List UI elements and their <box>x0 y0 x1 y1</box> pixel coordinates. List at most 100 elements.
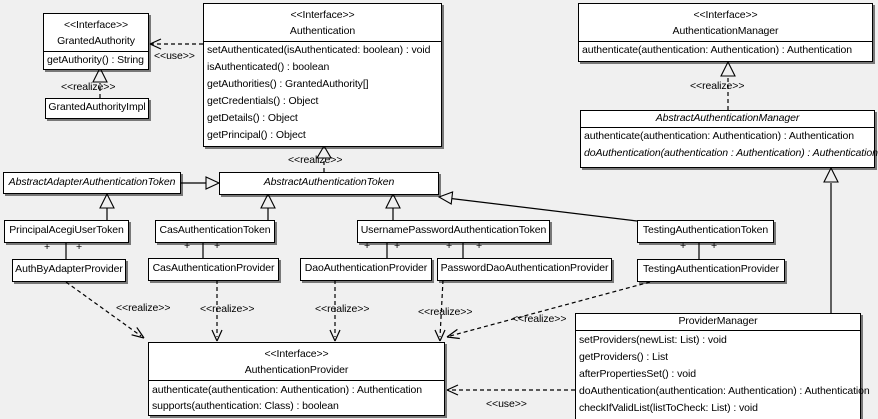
class-box-dao-authentication-provider[interactable]: DaoAuthenticationProvider <box>300 258 432 281</box>
method-row: checkIfValidList(listToCheck: List) : vo… <box>579 402 758 414</box>
triangle-arrowhead <box>720 60 736 77</box>
class-name: PasswordDaoAuthenticationProvider <box>440 262 609 274</box>
method-row: getAuthorities() : GrantedAuthority[] <box>207 78 369 90</box>
triangle-arrowhead <box>316 144 332 159</box>
open-arrowhead <box>131 327 145 339</box>
realize-edge <box>65 281 142 337</box>
open-arrowhead <box>434 329 446 342</box>
class-name: GrantedAuthorityImpl <box>48 101 146 113</box>
method-row: authenticate(authentication: Authenticat… <box>582 44 853 56</box>
class-name: CasAuthenticationProvider <box>152 262 275 274</box>
realize-label: <<realize>> <box>288 154 343 166</box>
class-header: <<Interface>> AuthenticationProvider <box>149 343 444 381</box>
realize-label: <<realize>> <box>315 303 370 315</box>
class-box-abstract-authentication-manager[interactable]: AbstractAuthenticationManager authentica… <box>580 110 878 168</box>
open-arrowhead <box>446 384 459 396</box>
association-plus-label: + <box>364 240 371 252</box>
class-box-authentication-manager[interactable]: <<Interface>> AuthenticationManager auth… <box>578 3 873 62</box>
association-plus-label: + <box>476 240 483 252</box>
triangle-arrowhead <box>437 191 454 205</box>
method-row: getPrincipal() : Object <box>207 129 306 141</box>
method-row: authenticate(authentication: Authenticat… <box>152 384 423 396</box>
class-name: CasAuthenticationToken <box>159 224 271 236</box>
realize-label: <<realize>> <box>116 302 171 314</box>
triangle-arrowhead <box>260 192 276 209</box>
method-row: isAuthenticated() : boolean <box>207 61 330 73</box>
association-plus-label: + <box>184 240 191 252</box>
open-arrowhead <box>149 38 162 50</box>
class-header: <<Interface>> Authentication <box>204 4 441 42</box>
triangle-arrowhead <box>385 192 401 209</box>
class-box-principal-acegi-user-token[interactable]: PrincipalAcegiUserToken <box>4 220 129 243</box>
class-name: TestingAuthenticationToken <box>642 224 769 236</box>
method-row: doAuthentication(authentication : Authen… <box>584 147 878 159</box>
class-name: DaoAuthenticationProvider <box>304 262 428 274</box>
stereotype-label: <<Interface>> <box>693 9 758 21</box>
class-name: AbstractAuthenticationToken <box>263 176 395 188</box>
triangle-arrowhead <box>205 176 221 190</box>
class-box-password-dao-authentication-provider[interactable]: PasswordDaoAuthenticationProvider <box>437 258 612 281</box>
class-name: UsernamePasswordAuthenticationToken <box>360 224 547 236</box>
method-row: getProviders() : List <box>579 351 668 363</box>
association-plus-label: + <box>214 240 221 252</box>
method-row: supports(authentication: Class) : boolea… <box>152 400 339 412</box>
realize-label: <<realize>> <box>200 303 255 315</box>
class-box-cas-authentication-token[interactable]: CasAuthenticationToken <box>155 220 275 243</box>
association-plus-label: + <box>446 240 453 252</box>
class-header: <<Interface>> AuthenticationManager <box>579 4 872 42</box>
class-box-testing-authentication-token[interactable]: TestingAuthenticationToken <box>637 220 774 243</box>
class-name: AbstractAuthenticationManager <box>581 111 874 128</box>
class-box-auth-by-adapter-provider[interactable]: AuthByAdapterProvider <box>12 259 126 282</box>
open-arrowhead <box>446 328 460 340</box>
association-plus-label: + <box>44 241 51 253</box>
method-row: setAuthenticated(isAuthenticated: boolea… <box>207 44 431 56</box>
method-row: getAuthority() : String <box>47 54 144 66</box>
method-row: setProviders(newList: List) : void <box>579 334 727 346</box>
realize-label: <<realize>> <box>512 313 567 325</box>
class-box-testing-authentication-provider[interactable]: TestingAuthenticationProvider <box>637 259 785 282</box>
association-plus-label: + <box>711 240 718 252</box>
realize-edge <box>439 279 444 338</box>
class-box-granted-authority[interactable]: <<Interface>> GrantedAuthority getAuthor… <box>43 13 149 70</box>
realize-label: <<realize>> <box>418 306 473 318</box>
class-name: TestingAuthenticationProvider <box>642 263 779 275</box>
class-header: <<Interface>> GrantedAuthority <box>44 14 148 52</box>
use-label: <<use>> <box>486 398 527 410</box>
class-box-provider-manager[interactable]: ProviderManager setProviders(newList: Li… <box>575 313 870 419</box>
method-row: authenticate(authentication: Authenticat… <box>584 130 855 142</box>
triangle-arrowhead <box>92 66 108 83</box>
triangle-arrowhead <box>823 166 839 183</box>
class-box-username-password-authentication-token[interactable]: UsernamePasswordAuthenticationToken <box>357 220 550 243</box>
class-name: GrantedAuthority <box>57 35 135 47</box>
method-row: doAuthentication(authentication: Authent… <box>579 385 870 397</box>
class-box-cas-authentication-provider[interactable]: CasAuthenticationProvider <box>148 258 279 281</box>
class-box-authentication-provider[interactable]: <<Interface>> AuthenticationProvider aut… <box>148 342 445 416</box>
triangle-arrowhead <box>99 192 115 209</box>
class-name: ProviderManager <box>576 314 860 331</box>
method-row: getCredentials() : Object <box>207 95 319 107</box>
realize-label: <<realize>> <box>690 80 745 92</box>
class-box-abstract-authentication-token[interactable]: AbstractAuthenticationToken <box>219 172 439 195</box>
class-box-authentication[interactable]: <<Interface>> Authentication setAuthenti… <box>203 3 442 147</box>
generalization-edge <box>451 198 638 222</box>
stereotype-label: <<Interface>> <box>63 19 129 31</box>
class-name: PrincipalAcegiUserToken <box>9 224 124 236</box>
class-box-abstract-adapter-authentication-token[interactable]: AbstractAdapterAuthenticationToken <box>3 172 181 194</box>
class-name: AbstractAdapterAuthenticationToken <box>8 175 176 188</box>
class-name: AuthenticationManager <box>672 25 779 37</box>
method-row: getDetails() : Object <box>207 112 298 124</box>
use-label: <<use>> <box>154 50 195 62</box>
stereotype-label: <<Interface>> <box>290 9 355 21</box>
class-name: AuthByAdapterProvider <box>15 263 123 275</box>
method-row: afterPropertiesSet() : void <box>579 368 696 380</box>
class-box-granted-authority-impl[interactable]: GrantedAuthorityImpl <box>45 98 149 119</box>
class-name: AuthenticationProvider <box>244 364 349 376</box>
class-name: Authentication <box>289 25 356 37</box>
open-arrowhead <box>329 329 341 342</box>
association-plus-label: + <box>680 240 687 252</box>
open-arrowhead <box>211 329 223 342</box>
stereotype-label: <<Interface>> <box>264 348 329 360</box>
association-plus-label: + <box>394 240 401 252</box>
